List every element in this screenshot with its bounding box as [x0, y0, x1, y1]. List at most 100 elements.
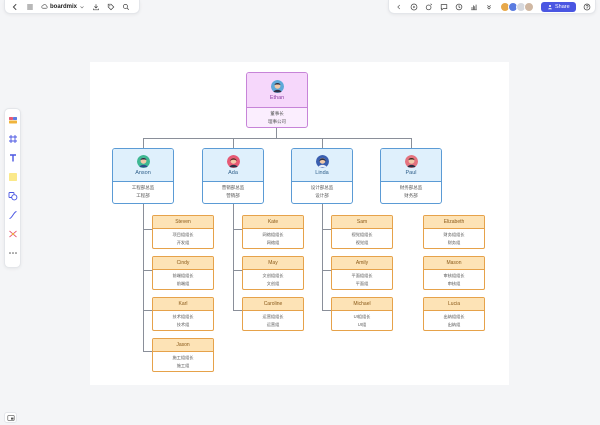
- org-node-vp-paul[interactable]: Paul 财务部总监 财务部: [380, 148, 442, 204]
- vp-name: Ada: [228, 169, 238, 176]
- org-node-ceo[interactable]: Ethan 董事长 理事公司: [246, 72, 308, 128]
- manager-title: 平面组组长: [351, 273, 373, 278]
- connector-line: [143, 138, 144, 148]
- manager-name: Kate: [243, 216, 303, 229]
- org-node-manager[interactable]: Steven 项目组组长 开发组: [152, 215, 214, 249]
- search-icon[interactable]: [122, 3, 130, 11]
- brand-switcher[interactable]: boardmix: [41, 3, 85, 10]
- more-icon[interactable]: [7, 247, 18, 258]
- tag-icon[interactable]: [107, 3, 115, 11]
- connector-line: [322, 229, 331, 230]
- manager-group: 财务组: [447, 239, 461, 245]
- share-button[interactable]: Share: [541, 1, 576, 12]
- play-icon[interactable]: [410, 3, 418, 11]
- manager-name: Sam: [332, 216, 392, 229]
- org-node-manager[interactable]: Caroline 运营组组长 运营组: [242, 297, 304, 331]
- manager-group: 开发组: [176, 239, 190, 245]
- avatar-icon: [270, 79, 284, 93]
- shape-icon[interactable]: [7, 190, 18, 201]
- org-node-manager[interactable]: Amily 平面组组长 平面组: [331, 256, 393, 290]
- manager-name: Mason: [424, 257, 484, 270]
- vp-name: Linda: [315, 169, 329, 176]
- minimap-button[interactable]: [4, 412, 17, 423]
- ceo-title: 董事长: [270, 111, 284, 116]
- org-node-manager[interactable]: Lucia 出纳组组长 出纳组: [423, 297, 485, 331]
- manager-group: 视觉组: [355, 239, 369, 245]
- org-node-manager[interactable]: Sam 视觉组组长 视觉组: [331, 215, 393, 249]
- manager-group: 出纳组: [447, 321, 461, 327]
- template-icon[interactable]: [7, 114, 18, 125]
- org-node-manager[interactable]: Karl 技术组组长 技术组: [152, 297, 214, 331]
- org-node-manager[interactable]: Cindy 前端组组长 前端组: [152, 256, 214, 290]
- manager-name: Caroline: [243, 298, 303, 311]
- vp-title: 工程部总监: [131, 185, 155, 190]
- connector-line: [143, 138, 411, 139]
- org-node-vp-ada[interactable]: Ada 营销部总监 营销部: [202, 148, 264, 204]
- sticky-note-icon[interactable]: [7, 171, 18, 182]
- org-node-manager[interactable]: Mason 审核组组长 审核组: [423, 256, 485, 290]
- org-node-manager[interactable]: May 文创组组长 文创组: [242, 256, 304, 290]
- share-icon: [548, 4, 552, 9]
- chevron-down-icon: [80, 5, 84, 8]
- help-icon[interactable]: [583, 3, 591, 11]
- manager-group: 运营组: [266, 321, 280, 327]
- manager-title: 网络组组长: [262, 232, 284, 237]
- chevron-left-icon[interactable]: [395, 3, 403, 11]
- org-node-manager[interactable]: Michael UI组组长 UI组: [331, 297, 393, 331]
- manager-name: May: [243, 257, 303, 270]
- manager-group: 平面组: [355, 280, 369, 286]
- collaborator-avatars[interactable]: [500, 1, 534, 12]
- avatar-icon: [136, 154, 150, 168]
- frame-icon[interactable]: [7, 133, 18, 144]
- manager-title: 文创组组长: [262, 273, 284, 278]
- manager-group: UI组: [357, 321, 367, 327]
- manager-group: 文创组: [266, 280, 280, 286]
- manager-title: 施工组组长: [172, 355, 194, 360]
- vp-department: 设计部: [315, 193, 329, 198]
- top-toolbar-right: Share: [388, 0, 596, 14]
- org-node-manager[interactable]: Elizabeth 财务组组长 财务组: [423, 215, 485, 249]
- history-icon[interactable]: [455, 3, 463, 11]
- manager-title: UI组组长: [353, 314, 371, 319]
- manager-group: 施工组: [176, 362, 190, 368]
- menu-icon[interactable]: [26, 3, 34, 11]
- comment-icon[interactable]: [440, 3, 448, 11]
- manager-name: Elizabeth: [424, 216, 484, 229]
- ceo-department: 理事公司: [268, 119, 286, 124]
- connector-line: [233, 229, 242, 230]
- manager-title: 视觉组组长: [351, 232, 373, 237]
- back-icon[interactable]: [11, 3, 19, 11]
- chart-icon[interactable]: [470, 3, 478, 11]
- avatar-icon: [315, 154, 329, 168]
- manager-name: Amily: [332, 257, 392, 270]
- connector-line: [143, 204, 144, 351]
- org-node-manager[interactable]: Kate 网络组组长 网络组: [242, 215, 304, 249]
- avatar: [524, 1, 534, 12]
- brand-name: boardmix: [50, 3, 78, 10]
- connector-line: [233, 204, 234, 311]
- connector-icon[interactable]: [7, 209, 18, 220]
- share-label: Share: [555, 3, 570, 10]
- emoji-icon[interactable]: [425, 3, 433, 11]
- connector-line: [143, 270, 152, 271]
- vp-department: 营销部: [226, 193, 240, 198]
- org-node-vp-linda[interactable]: Linda 设计部总监 设计部: [291, 148, 353, 204]
- org-node-vp-anson[interactable]: Anson 工程部总监 工程部: [112, 148, 174, 204]
- manager-group: 网络组: [266, 239, 280, 245]
- board-canvas[interactable]: Ethan 董事长 理事公司 Anson 工程部总监 工程部: [90, 62, 509, 385]
- connector-line: [322, 204, 323, 311]
- vp-name: Paul: [405, 169, 417, 176]
- mindmap-icon[interactable]: [7, 228, 18, 239]
- manager-title: 出纳组组长: [443, 314, 465, 319]
- download-icon[interactable]: [92, 3, 100, 11]
- expand-icon[interactable]: [485, 3, 493, 11]
- manager-group: 前端组: [176, 280, 190, 286]
- avatar-icon: [404, 154, 418, 168]
- org-node-manager[interactable]: Jason 施工组组长 施工组: [152, 338, 214, 372]
- tool-panel: [4, 108, 21, 268]
- connector-line: [233, 270, 242, 271]
- connector-line: [322, 270, 331, 271]
- text-icon[interactable]: [7, 152, 18, 163]
- manager-title: 审核组组长: [443, 273, 465, 278]
- manager-name: Michael: [332, 298, 392, 311]
